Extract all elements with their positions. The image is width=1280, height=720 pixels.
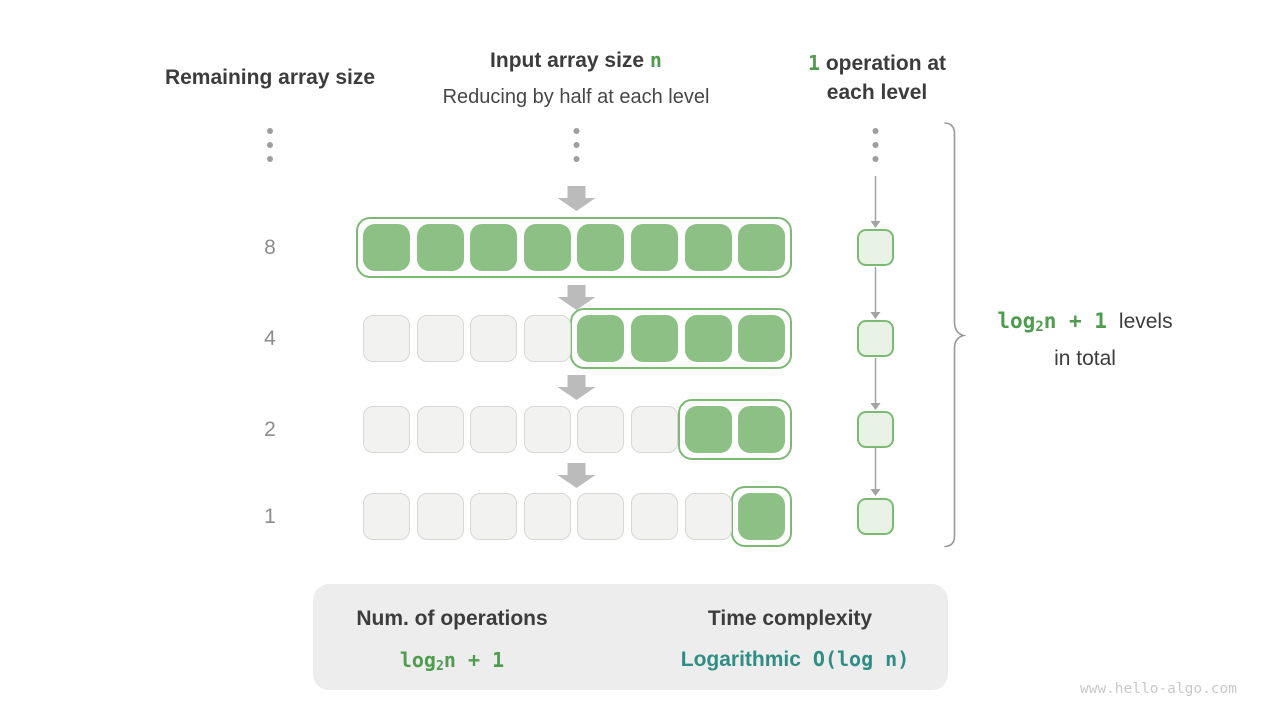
header-reducing-subtitle: Reducing by half at each level — [443, 84, 710, 110]
array-cell-empty — [470, 493, 517, 540]
formula-subscript: 2 — [1035, 319, 1044, 336]
array-cell-empty — [417, 493, 464, 540]
array-cell-active — [577, 224, 624, 271]
array-cell-active — [685, 406, 732, 453]
log-formula: log2n + 1 — [997, 309, 1107, 336]
header-input-array-size: Input array size n — [490, 46, 662, 75]
array-cell-empty — [363, 315, 410, 362]
row-label: 8 — [264, 235, 276, 259]
array-cell-active — [417, 224, 464, 271]
array-cell-empty — [524, 315, 571, 362]
array-cell-empty — [470, 406, 517, 453]
array-cell-active — [738, 315, 785, 362]
levels-line2: in total — [1054, 347, 1116, 371]
array-cell-empty — [577, 493, 624, 540]
summary-right-title: Time complexity — [707, 607, 873, 630]
array-cell-active — [738, 224, 785, 271]
header-operations: 1 operation at each level — [808, 49, 946, 107]
header-operations-line2: each level — [826, 81, 928, 104]
array-cell-empty — [577, 406, 624, 453]
array-cell-active — [524, 224, 571, 271]
formula-subscript: 2 — [435, 658, 444, 674]
array-cell-active — [631, 315, 678, 362]
subtitle-label: Reducing by half at each level — [442, 86, 710, 108]
array-cell-active — [577, 315, 624, 362]
summary-left-formula: log2n + 1 — [400, 648, 504, 674]
formula-rest: n + 1 — [443, 648, 505, 672]
array-cell-active — [685, 224, 732, 271]
header-remaining-array-size: Remaining array size — [165, 64, 375, 92]
vertical-ellipsis-icon — [267, 128, 879, 162]
summary-right-value: Logarithmic O(log n) — [681, 647, 910, 672]
array-cell-empty — [363, 493, 410, 540]
curly-brace — [944, 122, 967, 548]
operations-count: 1 — [807, 51, 821, 75]
formula-rest: n + 1 — [1043, 309, 1107, 333]
formula-prefix: log — [399, 648, 436, 672]
operation-box — [857, 411, 894, 448]
array-cell-empty — [417, 406, 464, 453]
big-o-notation: O(log n) — [812, 647, 910, 671]
array-cell-active — [738, 406, 785, 453]
variable-n: n — [649, 48, 662, 72]
array-cell-active — [685, 315, 732, 362]
formula-prefix: log — [997, 309, 1036, 333]
header-middle-label: Input array size — [490, 49, 650, 72]
array-cell-empty — [524, 406, 571, 453]
header-operations-line1: 1 operation at — [808, 49, 946, 78]
levels-word: levels — [1118, 310, 1173, 333]
watermark: www.hello-algo.com — [1079, 681, 1237, 697]
array-cell-active — [363, 224, 410, 271]
array-cell-empty — [631, 493, 678, 540]
array-cell-empty — [631, 406, 678, 453]
levels-line1: log2n + 1 levels — [997, 306, 1172, 343]
row-label: 1 — [264, 504, 276, 528]
array-cell-active — [470, 224, 517, 271]
operation-box — [857, 320, 894, 357]
array-cell-empty — [470, 315, 517, 362]
operations-text1: operation at — [820, 52, 947, 75]
operation-box — [857, 229, 894, 266]
summary-left-title: Num. of operations — [356, 607, 548, 630]
levels-annotation: log2n + 1 levels in total — [997, 306, 1172, 374]
log-formula: log2n + 1 — [399, 648, 505, 674]
array-cell-empty — [363, 406, 410, 453]
array-cell-empty — [685, 493, 732, 540]
operation-box — [857, 498, 894, 535]
row-label: 4 — [264, 326, 276, 350]
array-cell-empty — [417, 315, 464, 362]
summary-box — [313, 584, 948, 690]
array-cell-empty — [524, 493, 571, 540]
array-cell-active — [631, 224, 678, 271]
row-label: 2 — [264, 417, 276, 441]
complexity-name: Logarithmic — [680, 648, 801, 671]
header-left-label: Remaining array size — [164, 66, 376, 89]
array-cell-active — [738, 493, 785, 540]
